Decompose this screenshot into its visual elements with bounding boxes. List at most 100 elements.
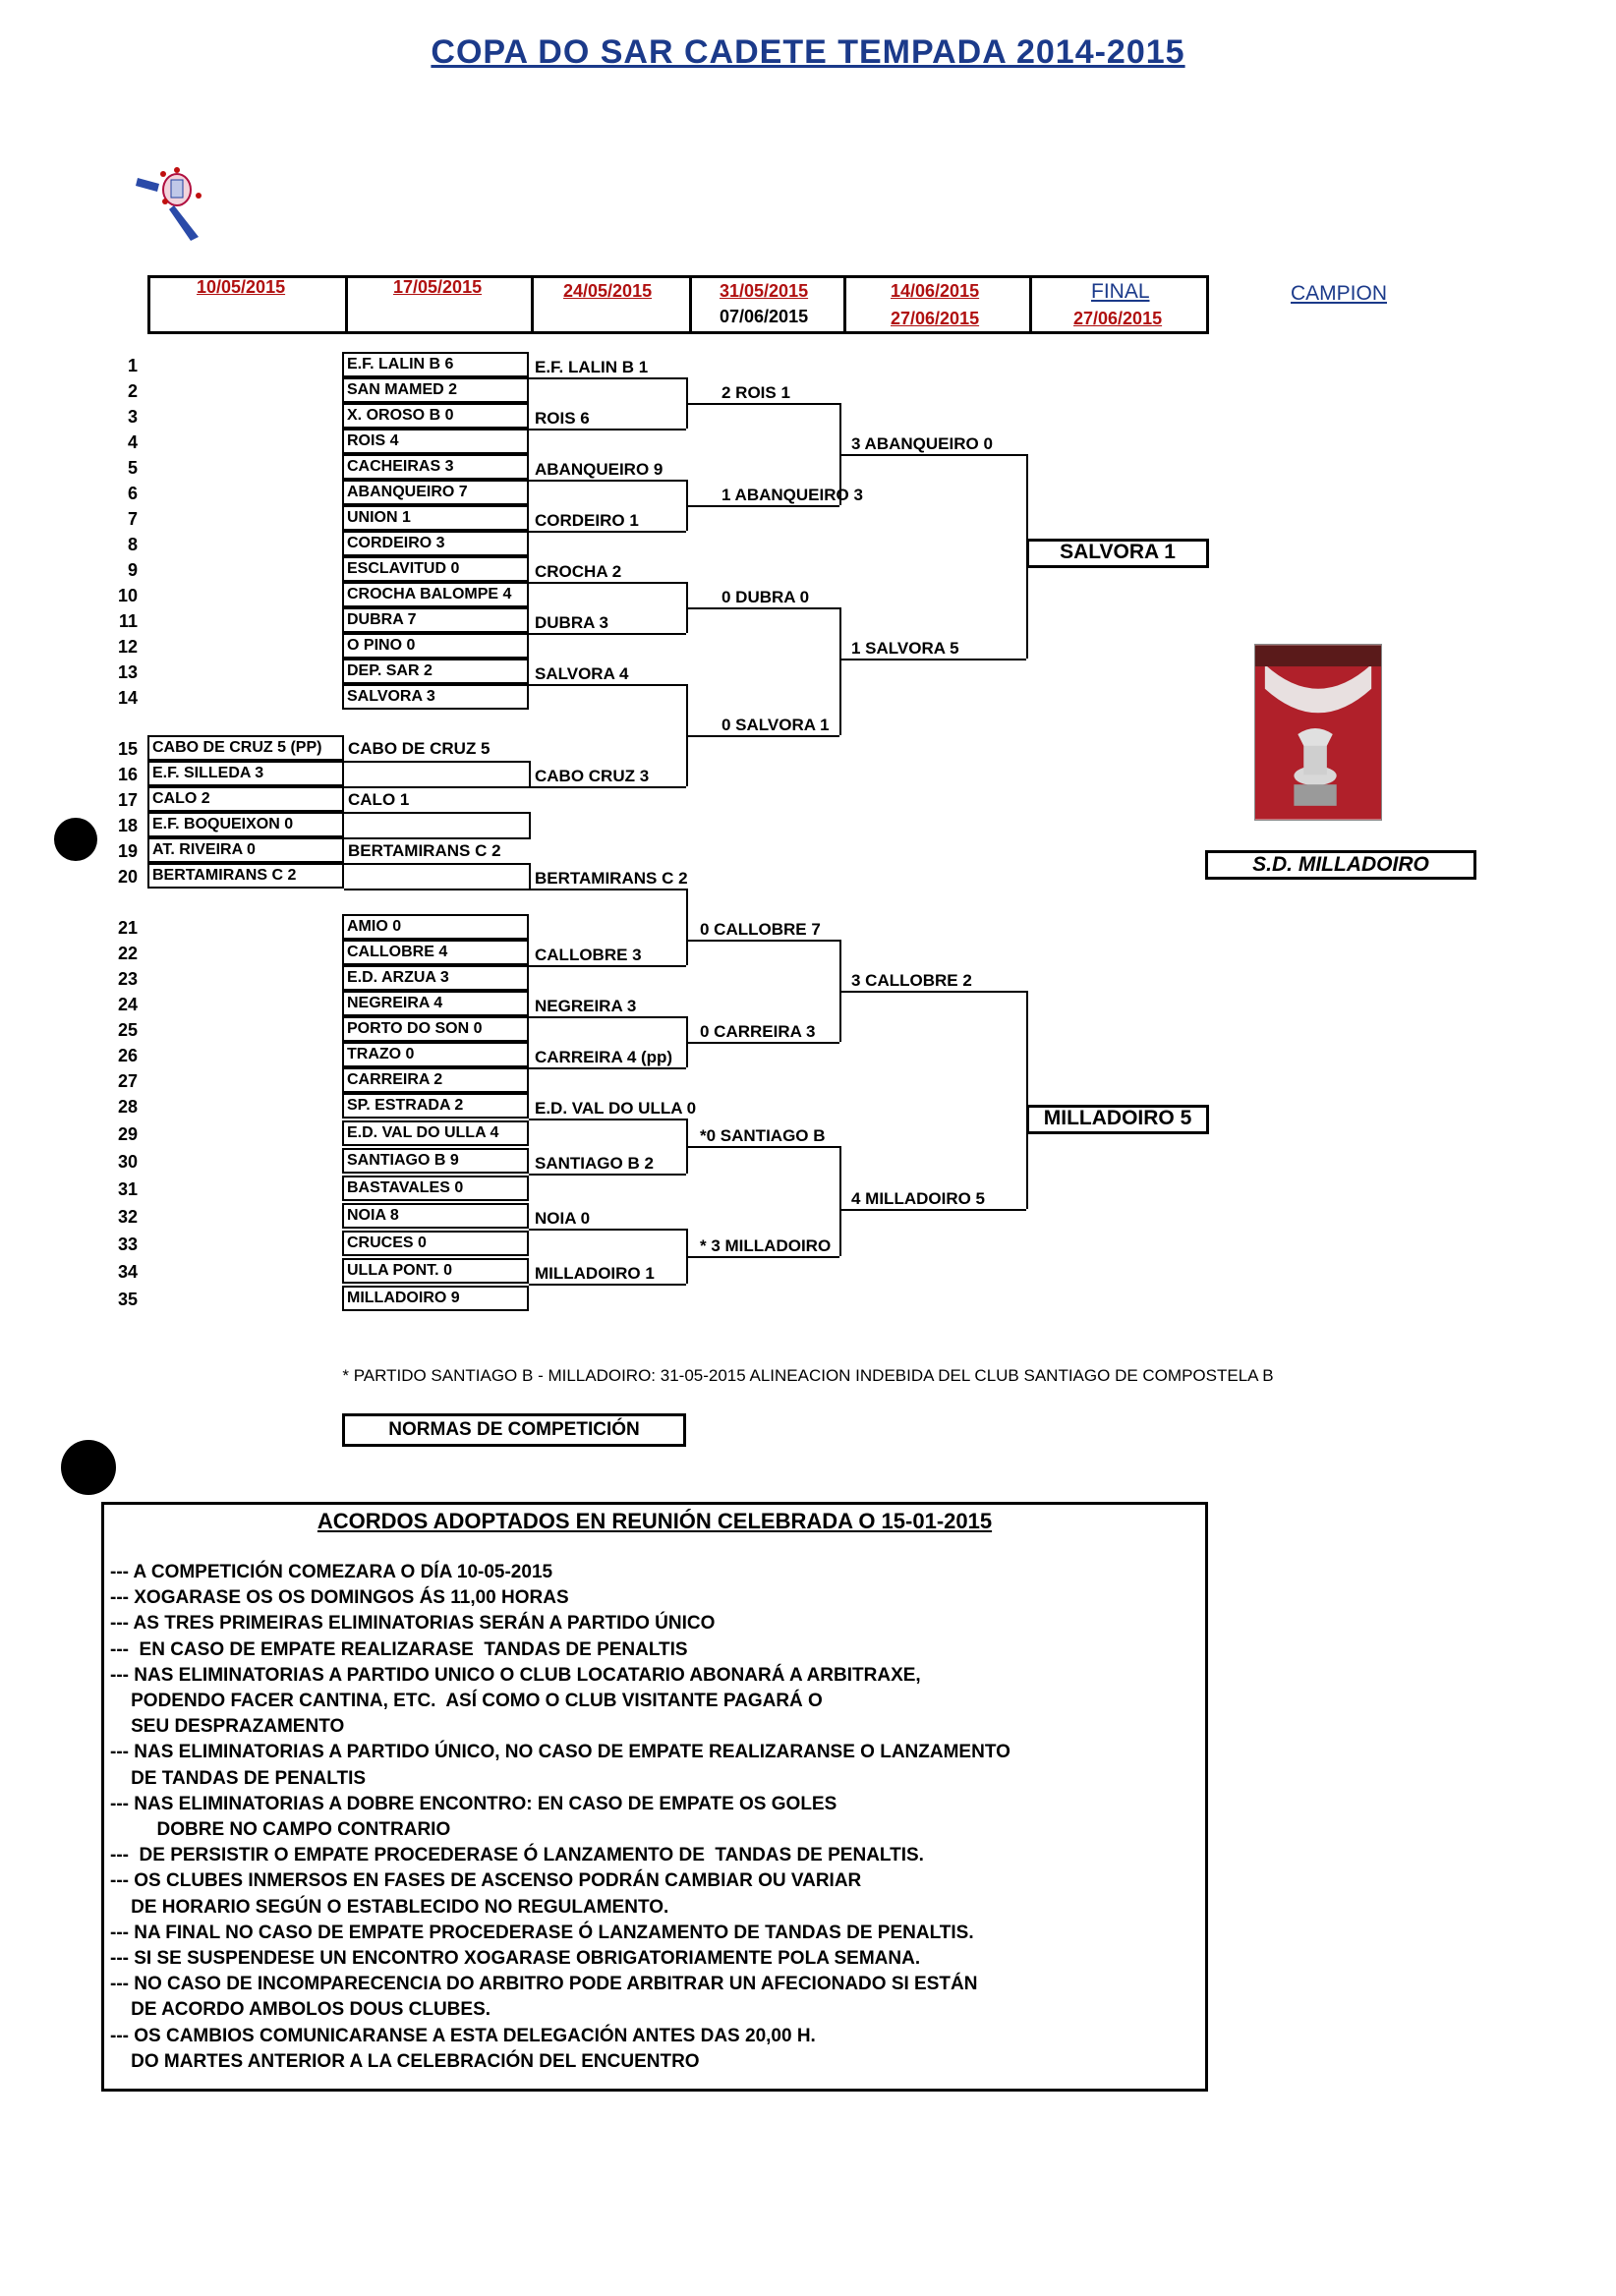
match-slot-round2: CALO 1 [348,790,410,809]
match-slot-round2: CARREIRA 2 [342,1067,529,1093]
row-number: 24 [117,995,138,1014]
round4-date-a: 31/05/2015 [720,281,809,301]
bracket-line [839,454,1026,456]
row-number: 22 [117,944,138,963]
match-slot-round2: NOIA 8 [342,1203,529,1229]
match-slot-round1: AT. RIVEIRA 0 [147,837,344,863]
match-slot-round2: E.D. VAL DO ULLA 4 [342,1120,529,1146]
bracket-line [839,607,841,735]
rule-line: --- A COMPETICIÓN COMEZARA O DÍA 10-05-2… [110,1562,553,1582]
match-slot-round4: 0 CARREIRA 3 [700,1022,816,1041]
rules-box: ACORDOS ADOPTADOS EN REUNIÓN CELEBRADA O… [101,1502,1208,2092]
champion-name: S.D. MILLADOIRO [1205,850,1476,880]
bracket-line [686,735,839,737]
bracket-line [529,1016,686,1018]
row-number: 1 [127,356,138,375]
bracket-line [686,403,839,405]
match-slot-round2: BERTAMIRANS C 2 [348,841,501,860]
match-slot-round3: SANTIAGO B 2 [535,1154,654,1173]
footnote: * PARTIDO SANTIAGO B - MILLADOIRO: 31-05… [342,1366,1274,1385]
match-slot-round5: 1 SALVORA 5 [851,639,959,658]
row-number: 28 [117,1097,138,1117]
champion-label: CAMPION [1291,282,1388,305]
match-slot-round4: 0 SALVORA 1 [721,716,830,734]
round5-date-b: 27/06/2015 [891,309,980,328]
bracket-line [344,761,531,763]
bracket-line [686,1042,839,1044]
bracket-line [529,633,686,635]
final-label: FINAL [1091,280,1150,303]
bracket-line [839,1146,841,1256]
match-slot-round1: E.F. SILLEDA 3 [147,761,344,786]
row-number: 30 [117,1152,138,1172]
row-number: 2 [127,381,138,401]
rounds-header [147,275,1209,334]
punch-hole-icon [61,1440,116,1495]
row-number: 33 [117,1234,138,1254]
match-slot-round2: TRAZO 0 [342,1042,529,1067]
match-slot-round4: 1 ABANQUEIRO 3 [721,486,863,504]
bracket-line [529,1067,686,1069]
round1-date: 10/05/2015 [197,277,286,297]
bracket-line [529,1284,686,1286]
bracket-line [686,607,839,609]
punch-hole-icon [54,818,97,861]
match-slot-round4: *0 SANTIAGO B [700,1126,826,1145]
match-slot-round5: 3 ABANQUEIRO 0 [851,434,993,453]
bracket-line [344,863,531,865]
bracket-line [344,889,531,890]
row-number: 10 [117,586,138,605]
bracket-line [839,659,1026,660]
row-number: 21 [117,918,138,938]
row-number: 14 [117,688,138,708]
match-slot-round1: CALO 2 [147,786,344,812]
match-slot-round2: E.F. LALIN B 6 [342,352,529,377]
match-slot-round4: 0 CALLOBRE 7 [700,920,821,939]
match-slot-round3: SALVORA 4 [535,664,629,683]
row-number: 15 [117,739,138,759]
match-slot-round2: X. OROSO B 0 [342,403,529,429]
match-slot-round3: ABANQUEIRO 9 [535,460,664,479]
row-number: 8 [127,535,138,554]
rule-line: --- AS TRES PRIMEIRAS ELIMINATORIAS SERÁ… [110,1613,716,1635]
match-slot-round1: CABO DE CRUZ 5 (PP) [147,735,344,761]
match-slot-round3: E.D. VAL DO ULLA 0 [535,1099,697,1118]
match-slot-round3: MILLADOIRO 1 [535,1264,655,1283]
match-slot-round4: 2 ROIS 1 [721,383,790,402]
match-slot-round2: SP. ESTRADA 2 [342,1093,529,1119]
final-date: 27/06/2015 [1073,309,1163,328]
match-slot-round3: E.F. LALIN B 1 [535,358,649,376]
match-slot-round2: SAN MAMED 2 [342,377,529,403]
match-slot-round5: 4 MILLADOIRO 5 [851,1189,986,1208]
row-number: 34 [117,1262,138,1282]
rule-line: --- DE PERSISTIR O EMPATE PROCEDERASE Ó … [110,1845,924,1866]
round2-date: 17/05/2015 [393,277,483,297]
match-slot-round2: CALLOBRE 4 [342,940,529,965]
bracket-line [686,940,839,942]
bracket-line [529,889,686,890]
match-slot-round2: O PINO 0 [342,633,529,659]
bracket-line [529,761,531,786]
bracket-line [686,1256,839,1258]
match-slot-round3: ROIS 6 [535,409,590,428]
page-title: COPA DO SAR CADETE TEMPADA 2014-2015 [431,33,1185,71]
bracket-line [839,991,1026,993]
row-number: 27 [117,1071,138,1091]
match-slot-round3: DUBRA 3 [535,613,608,632]
bracket-line [686,889,688,965]
row-number: 4 [127,432,138,452]
bracket-line [529,965,686,967]
row-number: 13 [117,662,138,682]
match-slot-round2: E.D. ARZUA 3 [342,965,529,991]
bracket-line [839,1209,1026,1211]
normas-button[interactable]: NORMAS DE COMPETICIÓN [342,1413,686,1447]
round4-date-b: 07/06/2015 [720,307,809,326]
round5-date-a: 14/06/2015 [891,281,980,301]
row-number: 29 [117,1124,138,1144]
rule-line: --- XOGARASE OS OS DOMINGOS ÁS 11,00 HOR… [110,1587,569,1609]
match-slot-round2: NEGREIRA 4 [342,991,529,1016]
bracket-line [686,1146,839,1148]
match-slot-round2: MILLADOIRO 9 [342,1286,529,1311]
final-slot: MILLADOIRO 5 [1026,1105,1209,1134]
final-slot: SALVORA 1 [1026,539,1209,568]
